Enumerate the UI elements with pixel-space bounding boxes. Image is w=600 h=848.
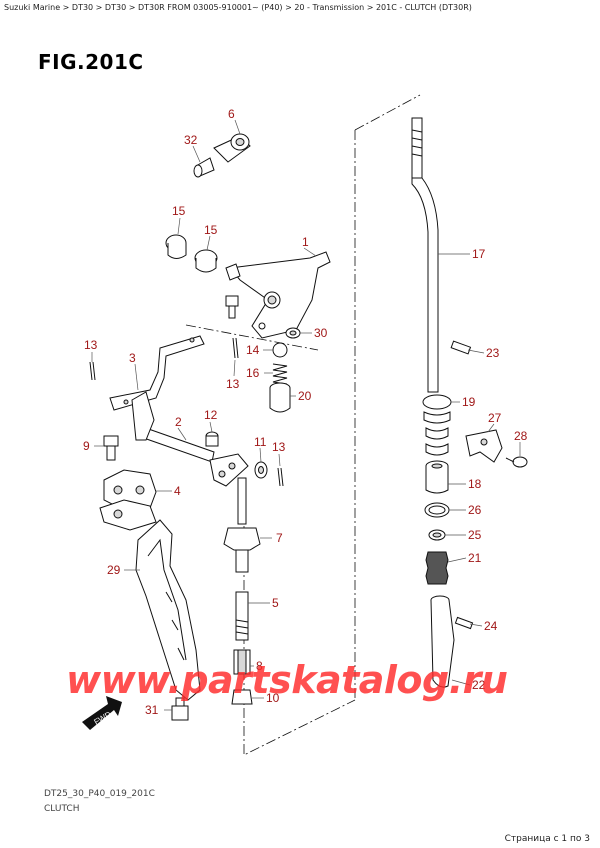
bolt-part-9 (103, 435, 119, 461)
assembly-frame-line (354, 94, 421, 131)
callout-3: 3 (129, 351, 136, 365)
callout-2: 2 (175, 415, 182, 429)
nut-part-8 (233, 649, 251, 675)
callout-32: 32 (184, 133, 198, 147)
callout-10: 10 (266, 691, 280, 705)
rod-upper-part-7 (223, 477, 261, 573)
callout-22: 22 (472, 678, 486, 692)
shaft-part-22 (430, 595, 455, 688)
callout-26: 26 (468, 503, 482, 517)
callout-29: 29 (107, 563, 121, 577)
bolt-near-lever (225, 295, 239, 319)
callout-8: 8 (256, 659, 263, 673)
callout-16: 16 (246, 366, 260, 380)
o-ring-part-26 (424, 502, 450, 518)
callout-24: 24 (484, 619, 498, 633)
bolt-part-12 (205, 431, 219, 447)
shift-cam-part-6 (213, 133, 251, 163)
callout-11: 11 (254, 435, 267, 449)
pin-part-24 (454, 616, 474, 630)
ball-part-14 (272, 342, 288, 358)
cotter-pin-part-13-left (89, 361, 96, 381)
callout-13: 13 (272, 440, 286, 454)
callout-15: 15 (172, 204, 186, 218)
callout-4: 4 (174, 484, 181, 498)
bushing-part-15-right (194, 249, 218, 273)
screw-part-28 (505, 456, 528, 468)
cap-part-20 (269, 382, 291, 413)
callout-15: 15 (204, 223, 218, 237)
callout-25: 25 (468, 528, 482, 542)
callout-28: 28 (514, 429, 528, 443)
page-indicator: Страница с 1 по 3 (504, 834, 590, 844)
callout-6: 6 (228, 107, 235, 121)
callout-20: 20 (298, 389, 312, 403)
washer-part-11 (254, 461, 268, 479)
callout-1: 1 (302, 235, 309, 249)
pin-part-23 (450, 340, 472, 355)
callout-12: 12 (204, 408, 218, 422)
callout-5: 5 (272, 596, 279, 610)
callout-21: 21 (468, 551, 482, 565)
callout-19: 19 (462, 395, 476, 409)
assembly-frame-line (185, 324, 319, 351)
callout-31: 31 (145, 703, 159, 717)
clip-part-27 (465, 429, 503, 463)
ring-part-25 (428, 529, 446, 541)
figure-code: DT25_30_P40_019_201C (44, 789, 155, 799)
watermark: www.partskatalog.ru (66, 658, 508, 702)
shift-arm-part-29 (135, 519, 201, 701)
callout-7: 7 (276, 531, 283, 545)
shift-rod-part-17 (411, 117, 439, 393)
callout-18: 18 (468, 477, 482, 491)
bolt-part-31 (171, 697, 189, 721)
cotter-pin-part-13-right (277, 467, 284, 487)
gear-part-21 (425, 551, 449, 585)
breadcrumb[interactable]: Suzuki Marine > DT30 > DT30 > DT30R FROM… (4, 3, 472, 12)
callout-14: 14 (246, 343, 260, 357)
bushing-part-15-left (165, 234, 187, 259)
bracket-part-4 (99, 469, 157, 531)
boot-part-19 (422, 394, 452, 456)
shift-lever-part-1 (225, 251, 331, 339)
shift-shaft-part-2 (131, 391, 249, 487)
figure-title: FIG.201C (38, 50, 144, 74)
rod-part-5 (235, 591, 249, 641)
leader-lines (91, 119, 521, 711)
figure-name: CLUTCH (44, 804, 80, 814)
callout-13: 13 (84, 338, 98, 352)
callout-13: 13 (226, 377, 240, 391)
spring-part-16 (272, 363, 288, 385)
pin-part-32 (193, 157, 215, 178)
grommet-part-18 (425, 460, 449, 494)
callout-30: 30 (314, 326, 328, 340)
callout-27: 27 (488, 411, 502, 425)
callout-9: 9 (83, 439, 90, 453)
link-rod-part-3 (109, 335, 205, 411)
nut-part-10 (231, 689, 253, 705)
cotter-pin-part-13-center (232, 337, 239, 359)
callout-17: 17 (472, 247, 486, 261)
callout-23: 23 (486, 346, 500, 360)
assembly-frame-line (243, 690, 356, 756)
washer-part-30 (285, 327, 301, 339)
